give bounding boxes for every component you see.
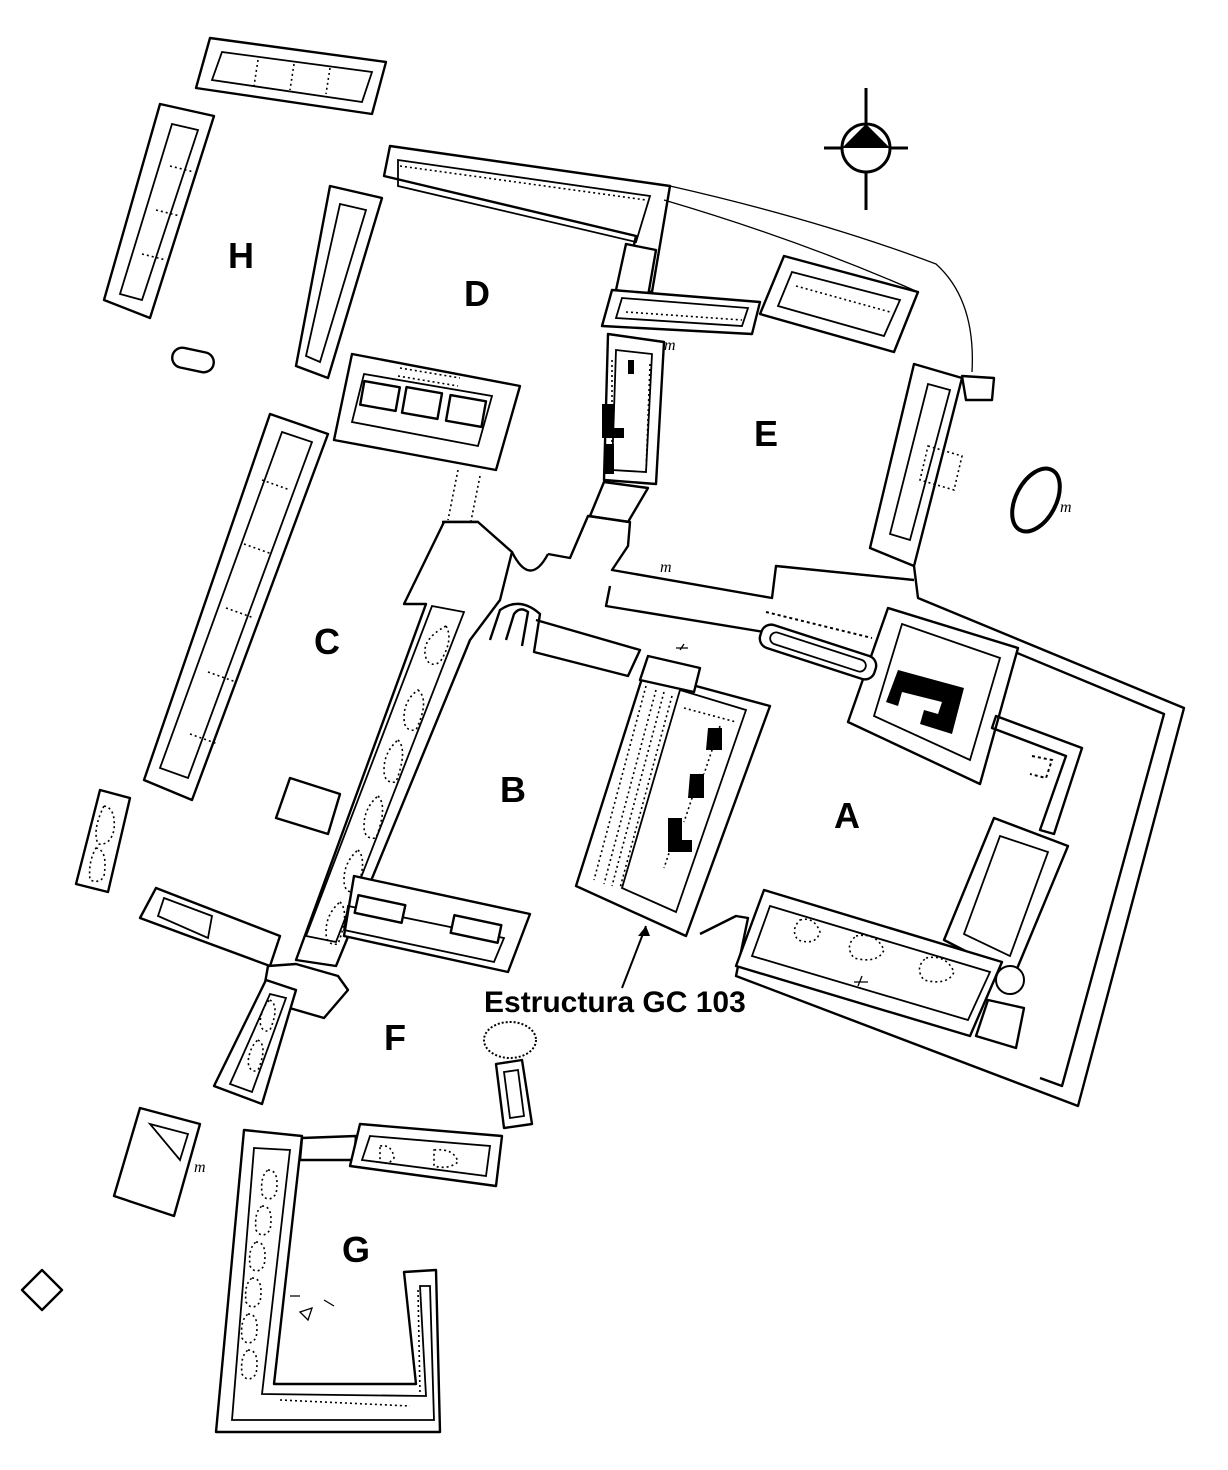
small-rect-mound — [274, 776, 342, 836]
connecting-wall — [604, 585, 765, 634]
arch-icon — [510, 551, 550, 572]
structure-de-central-mound — [600, 288, 762, 336]
caption-pointer-arrow — [621, 925, 647, 989]
structure-b-south-mound — [342, 874, 532, 974]
north-arrow-compass-icon — [824, 88, 908, 210]
structure-a-pyramid — [846, 606, 1020, 786]
plaza-label-b: B — [500, 769, 526, 810]
connecting-wall — [442, 514, 915, 600]
structure-gc-103 — [574, 643, 772, 938]
structure-d-west-mound — [294, 184, 384, 380]
structure-f-small-mound — [494, 1058, 534, 1130]
plaza-label-c: C — [314, 621, 340, 662]
dashed-outline — [1029, 755, 1054, 780]
small-mound — [171, 346, 215, 374]
oval-mound: m — [1010, 466, 1072, 534]
structure-a-inner-l — [990, 714, 1084, 836]
structure-d-north-l-mound — [382, 144, 672, 298]
structure-e-west-mound — [588, 332, 666, 524]
structure-a-inner-wall — [1009, 648, 1166, 1088]
boundary-line — [663, 199, 919, 293]
structure-g-house: m — [112, 1106, 206, 1218]
boundary-line — [669, 185, 974, 373]
structure-b-north-wall — [488, 602, 642, 678]
structure-a-west-mound — [758, 623, 878, 681]
structure-c-long-mound — [142, 412, 330, 802]
structure-h-west-mound — [102, 102, 216, 320]
structure-gc-103-annex — [638, 654, 702, 694]
structure-e-east-mound — [868, 362, 996, 568]
plaza-label-d: D — [464, 273, 490, 314]
plaza-label-e: E — [754, 413, 778, 454]
arrow-head-icon — [638, 926, 650, 936]
structure-a-enclosure-wall — [699, 565, 1186, 1108]
structure-d-south-platform — [332, 352, 522, 527]
mound-annotation: m — [1060, 499, 1072, 516]
mound-annotation: m — [664, 337, 676, 354]
structure-g-u-mound — [214, 1122, 504, 1434]
diamond-marker — [20, 1268, 64, 1312]
plaza-label-g: G — [342, 1229, 370, 1270]
plaza-label-a: A — [834, 795, 860, 836]
plaza-label-f: F — [384, 1017, 406, 1058]
mound-annotation: m — [194, 1159, 206, 1176]
structure-a-south-mound — [734, 888, 1026, 1050]
structure-b-west-mound — [294, 520, 514, 968]
structure-caption: Estructura GC 103 — [484, 986, 746, 1019]
dashed-wall — [765, 565, 915, 639]
structure-f-cross-mound — [138, 886, 350, 1106]
structure-e-north-mound — [758, 254, 920, 354]
structure-h-north-mound — [194, 36, 388, 116]
oval-mound-dotted — [483, 1021, 537, 1059]
small-mound-west — [74, 788, 132, 894]
plaza-label-h: H — [228, 235, 254, 276]
mound-annotation: m — [660, 559, 672, 576]
